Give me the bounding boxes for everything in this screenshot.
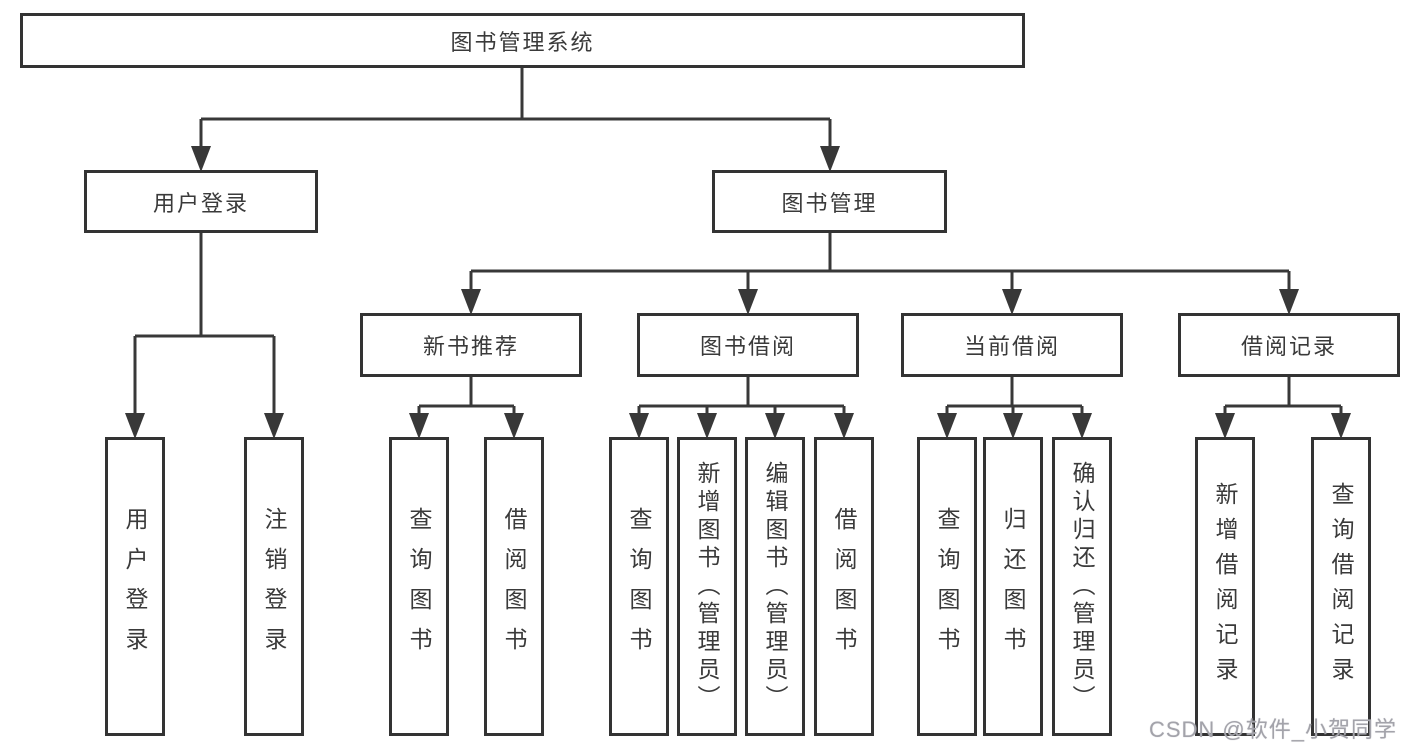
leaf-query-books-3-label: 查询图书 (934, 506, 960, 667)
leaf-borrow-books-2-label: 借阅图书 (831, 506, 857, 667)
node-book-borrow-label: 图书借阅 (699, 334, 796, 359)
leaf-add-borrow-record: 新增借阅记录 (1195, 437, 1255, 736)
leaf-logout: 注销登录 (244, 437, 304, 736)
node-book-management: 图书管理 (712, 170, 947, 233)
leaf-query-books-3: 查询图书 (917, 437, 977, 736)
node-new-book-recommend-label: 新书推荐 (422, 334, 519, 359)
leaf-borrow-books-1: 借阅图书 (484, 437, 544, 736)
node-user-login-label: 用户登录 (152, 190, 249, 216)
leaf-query-books-2: 查询图书 (609, 437, 669, 736)
leaf-query-borrow-record: 查询借阅记录 (1311, 437, 1371, 736)
leaf-query-books-1-label: 查询图书 (406, 506, 432, 667)
node-user-login: 用户登录 (84, 170, 318, 233)
leaf-user-login-label: 用户登录 (122, 506, 148, 667)
leaf-confirm-return-admin-label: 确认归还（管理员） (1069, 460, 1095, 713)
leaf-return-book-label: 归还图书 (1000, 506, 1026, 667)
leaf-add-book-admin-label: 新增图书（管理员） (694, 460, 720, 713)
leaf-return-book: 归还图书 (983, 437, 1043, 736)
leaf-query-borrow-record-label: 查询借阅记录 (1328, 481, 1354, 692)
node-borrow-records: 借阅记录 (1178, 313, 1400, 377)
node-current-borrow-label: 当前借阅 (963, 334, 1060, 359)
leaf-borrow-books-2: 借阅图书 (814, 437, 874, 736)
leaf-borrow-books-1-label: 借阅图书 (501, 506, 527, 667)
leaf-add-book-admin: 新增图书（管理员） (677, 437, 737, 736)
leaf-edit-book-admin: 编辑图书（管理员） (745, 437, 805, 736)
leaf-edit-book-admin-label: 编辑图书（管理员） (762, 460, 788, 713)
leaf-add-borrow-record-label: 新增借阅记录 (1212, 481, 1238, 692)
leaf-user-login: 用户登录 (105, 437, 165, 736)
node-book-borrow: 图书借阅 (637, 313, 859, 377)
leaf-query-books-1: 查询图书 (389, 437, 449, 736)
watermark: CSDN @软件_小贺同学 (1148, 717, 1397, 742)
leaf-confirm-return-admin: 确认归还（管理员） (1052, 437, 1112, 736)
node-borrow-records-label: 借阅记录 (1240, 334, 1337, 359)
node-library-system: 图书管理系统 (20, 13, 1025, 68)
node-library-system-label: 图书管理系统 (450, 29, 595, 55)
node-new-book-recommend: 新书推荐 (360, 313, 582, 377)
leaf-logout-label: 注销登录 (261, 506, 287, 667)
node-book-management-label: 图书管理 (781, 190, 878, 216)
node-current-borrow: 当前借阅 (901, 313, 1123, 377)
leaf-query-books-2-label: 查询图书 (626, 506, 652, 667)
